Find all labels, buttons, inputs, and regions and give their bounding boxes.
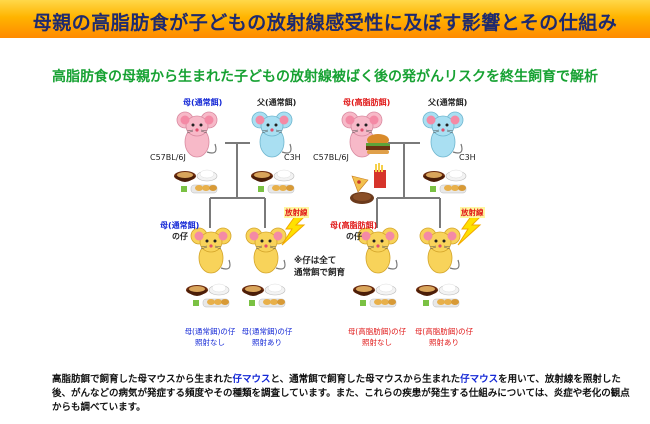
family-tree-lines: [209, 142, 441, 228]
footer-highlight-1: 仔マウス: [232, 374, 271, 385]
meal-icon-mother-normal: [173, 169, 218, 194]
footer-highlight-2: 仔マウス: [460, 374, 499, 385]
diagram-subtitle: 高脂肪食の母親から生まれた子どもの放射線被ばく後の発がんリスクを終生飼育で解析: [52, 69, 598, 85]
father-right-mouse: [422, 111, 464, 158]
strain-label-c57-right: C57BL/6J: [313, 153, 349, 162]
caption-4-line2: 照射あり: [429, 338, 459, 347]
footer-text-1: 高脂肪餌で飼育した母マウスから生まれた: [52, 374, 233, 385]
radiation-bolt-icon-normal: [281, 214, 307, 246]
mother-normal-label: 母(通常餌): [183, 98, 223, 107]
rearing-note-line2: 通常餌で飼育: [294, 268, 346, 278]
meal-icon-father-right: [422, 169, 467, 194]
strain-label-c57-left: C57BL/6J: [150, 153, 186, 162]
mother-highfat-label: 母(高脂肪餌): [343, 98, 391, 107]
pup-highfat-irradiated: [419, 227, 461, 274]
caption-1-line2: 照射なし: [195, 338, 225, 347]
pup-normal-group-label-line2: の仔: [172, 232, 188, 241]
rearing-note-line1: ※仔は全て: [294, 256, 337, 266]
caption-2-line2: 照射あり: [252, 338, 282, 347]
rearing-note: ※仔は全て 通常餌で飼育: [294, 255, 345, 279]
junk-food-icon: [350, 163, 386, 204]
father-left-label: 父(通常餌): [257, 98, 297, 107]
radiation-bolt-icon-highfat: [457, 214, 483, 246]
caption-4-line1: 母(高脂肪餌)の仔: [414, 327, 474, 336]
caption-highfat-irradiated: 母(高脂肪餌)の仔 照射あり: [404, 326, 484, 348]
meal-icon-pup-4: [415, 283, 460, 308]
pup-highfat-group-label-line1: 母(高脂肪餌): [330, 221, 378, 230]
caption-1-line1: 母(通常餌)の仔: [184, 327, 236, 336]
radiation-label-normal: 放射線: [284, 207, 309, 218]
meal-icon-father-left: [250, 169, 295, 194]
meal-icon-pup-1: [185, 283, 230, 308]
mother-normal-mouse: [176, 111, 218, 158]
caption-normal-irradiated: 母(通常餌)の仔 照射あり: [227, 326, 307, 348]
father-left-mouse: [251, 111, 293, 158]
pup-highfat-group-label: 母(高脂肪餌) の仔: [330, 220, 377, 242]
pup-normal-irradiated: [245, 227, 287, 274]
father-right-label: 父(通常餌): [428, 98, 468, 107]
footer-text-3: を用いて、放射線を照射した後、がんなどの病気が発症する頻度やその種類を調査してい…: [52, 374, 630, 413]
pup-highfat-group-label-line2: の仔: [346, 232, 362, 241]
page-title: 母親の高脂肪食が子どもの放射線感受性に及ぼす影響とその仕組み: [32, 12, 618, 34]
caption-3-line2: 照射なし: [362, 338, 392, 347]
caption-highfat-unirradiated: 母(高脂肪餌)の仔 照射なし: [337, 326, 417, 348]
footer-text-2: と、通常餌で飼育した母マウスから生まれた: [270, 374, 461, 385]
footer-description: 高脂肪餌で飼育した母マウスから生まれた仔マウスと、通常餌で飼育した母マウスから生…: [52, 373, 632, 415]
radiation-label-highfat: 放射線: [460, 207, 485, 218]
meal-icon-pup-3: [352, 283, 397, 308]
pup-normal-group-label: 母(通常餌) の仔: [160, 220, 199, 242]
meal-icon-pup-2: [241, 283, 286, 308]
title-bar: 母親の高脂肪食が子どもの放射線感受性に及ぼす影響とその仕組み: [0, 0, 650, 38]
pup-normal-group-label-line1: 母(通常餌): [160, 221, 200, 230]
strain-label-c3h-right: C3H: [459, 153, 476, 162]
hamburger-icon: [366, 134, 390, 154]
caption-normal-unirradiated: 母(通常餌)の仔 照射なし: [170, 326, 250, 348]
strain-label-c3h-left: C3H: [284, 153, 301, 162]
caption-3-line1: 母(高脂肪餌)の仔: [347, 327, 407, 336]
caption-2-line1: 母(通常餌)の仔: [241, 327, 293, 336]
